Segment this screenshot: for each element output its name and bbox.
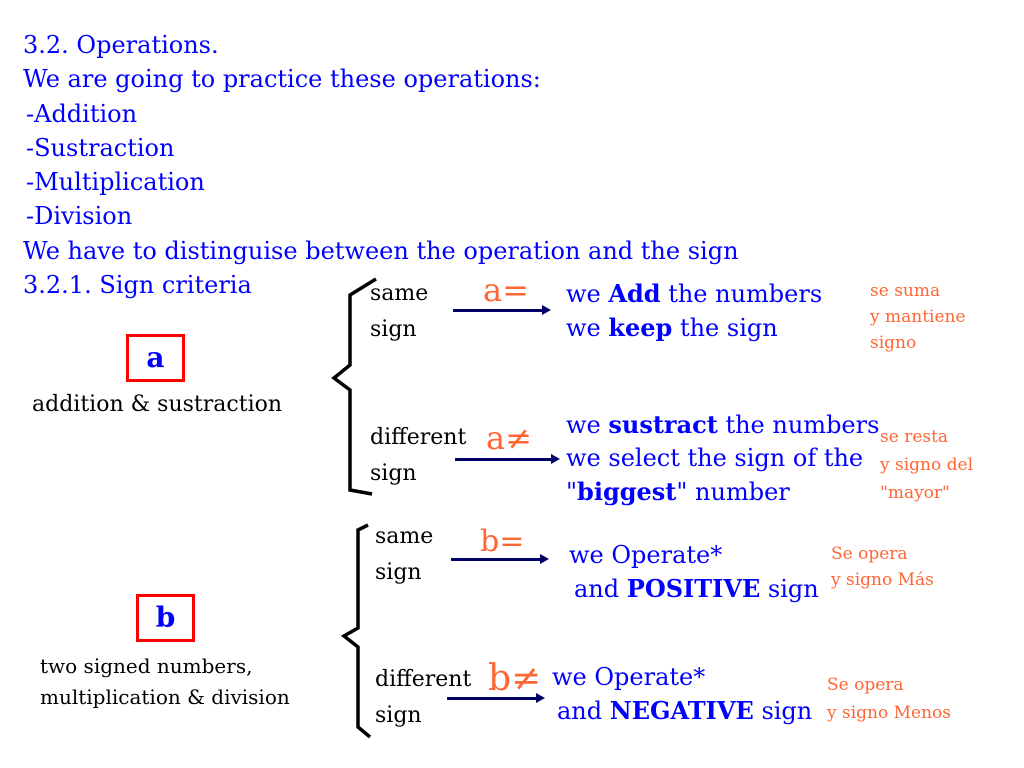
- rule-a-same: we Add the numbers we keep the sign: [566, 279, 823, 342]
- arrow-icon: [451, 554, 549, 564]
- operation-item: -Multiplication: [26, 168, 205, 197]
- rule-b-different: we Operate* and NEGATIVE sign: [552, 663, 813, 725]
- operation-item: -Addition: [26, 99, 138, 128]
- symbol-b-not-equal: b≠: [488, 658, 542, 699]
- rule-a-different: we sustract the numbers we select the si…: [566, 410, 880, 506]
- arrow-icon: [453, 305, 551, 315]
- badge-a: a: [126, 334, 185, 382]
- symbol-a-not-equal: a≠: [486, 419, 532, 457]
- brace-b: [340, 523, 372, 739]
- rule-b-same: we Operate* and POSITIVE sign: [569, 541, 819, 603]
- arrow-icon: [455, 454, 560, 464]
- intro-text: 3.2. Operations. We are going to practic…: [23, 28, 739, 302]
- brace-a: [331, 277, 377, 496]
- operation-item: -Sustraction: [26, 133, 175, 162]
- section-title: 3.2. Operations.: [23, 31, 219, 59]
- operation-item: -Division: [26, 202, 133, 231]
- subsection-title: 3.2.1. Sign criteria: [23, 271, 252, 300]
- symbol-b-equal: b=: [480, 524, 525, 559]
- intro-line: We have to distinguise between the opera…: [23, 236, 739, 265]
- symbol-a-equal: a=: [483, 271, 529, 309]
- badge-b: b: [136, 594, 195, 642]
- arrow-icon: [447, 693, 545, 703]
- caption-a: addition & sustraction: [32, 392, 283, 417]
- caption-b: two signed numbers,multiplication & divi…: [40, 654, 290, 709]
- intro-line: We are going to practice these operation…: [23, 65, 541, 94]
